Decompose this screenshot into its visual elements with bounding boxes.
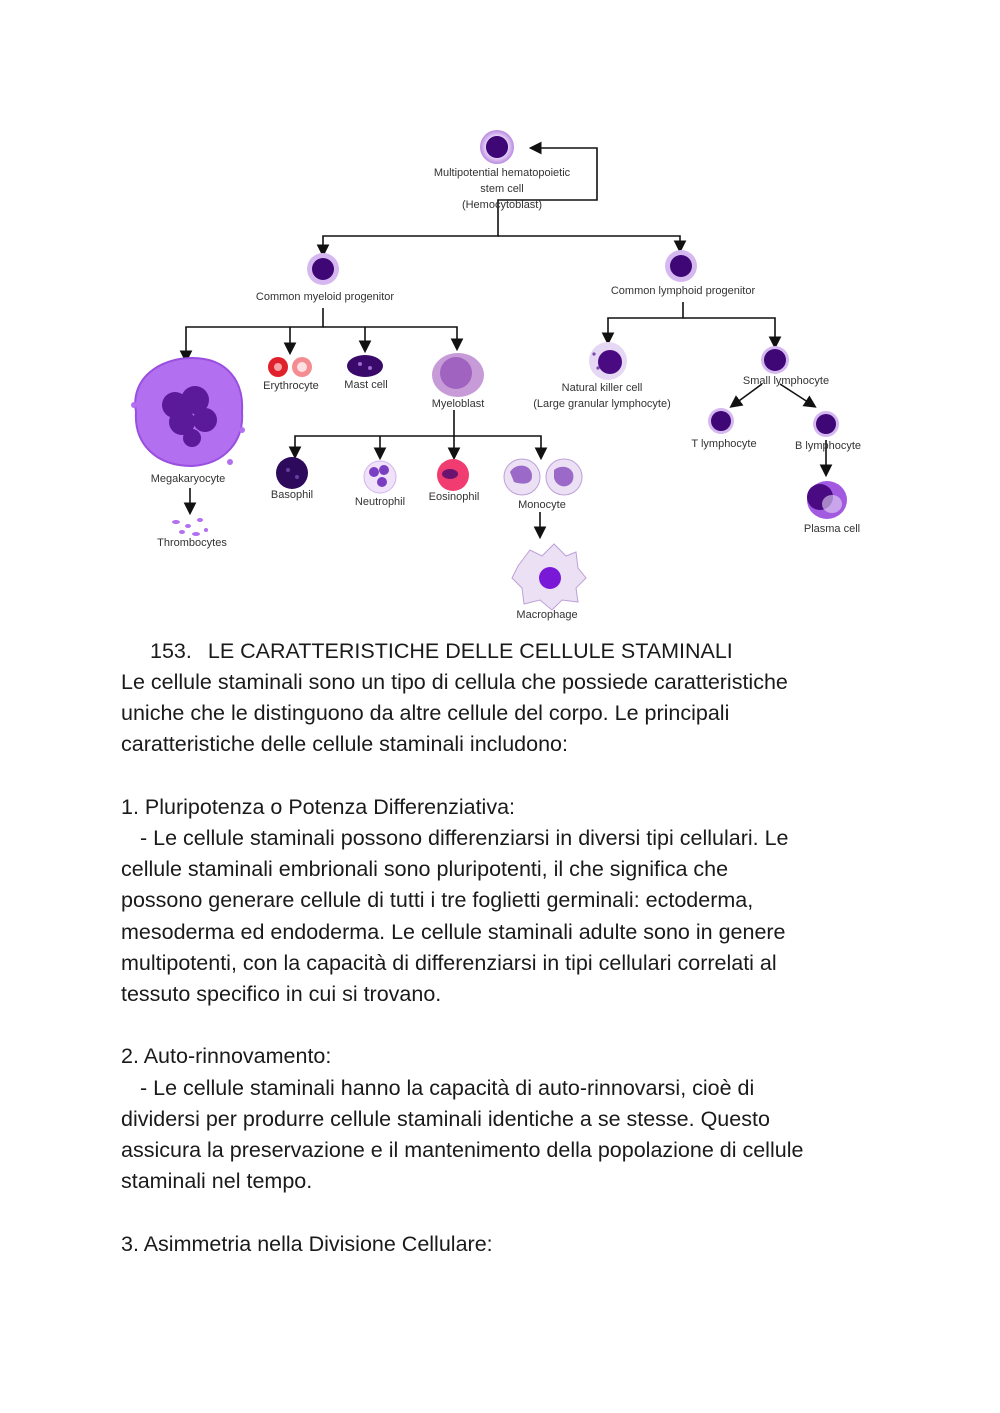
- label-lymphoid: Common lymphoid progenitor: [611, 285, 756, 297]
- label-thrombocytes: Thrombocytes: [157, 537, 227, 549]
- section-title: 3. Asimmetria nella Divisione Cellulare:: [121, 1231, 493, 1256]
- label-neutrophil: Neutrophil: [355, 496, 405, 508]
- section-title: 1. Pluripotenza o Potenza Differenziativ…: [121, 794, 516, 819]
- neutrophil-cell: [363, 460, 397, 494]
- megakaryocyte-cell: [131, 356, 245, 468]
- macrophage-cell: [511, 543, 587, 611]
- lymphoid-progenitor-cell: [665, 250, 697, 282]
- label-plasma-cell: Plasma cell: [804, 523, 860, 535]
- myeloid-progenitor-cell: [307, 253, 339, 285]
- section-title: 2. Auto-rinnovamento:: [121, 1044, 332, 1069]
- label-erythrocyte: Erythrocyte: [263, 380, 319, 392]
- label-eosinophil: Eosinophil: [429, 491, 480, 503]
- label-mast-cell: Mast cell: [344, 379, 387, 391]
- small-lymphocyte-cell: [761, 346, 789, 374]
- label-basophil: Basophil: [271, 489, 313, 501]
- natural-killer-cell: [589, 342, 627, 380]
- b-lymphocyte-cell: [813, 411, 839, 437]
- monocyte-cells: [503, 458, 583, 496]
- diagram-connectors: [179, 141, 833, 540]
- diagram-labels: Multipotential hematopoietic stem cell (…: [151, 167, 861, 621]
- body-text: Le cellule staminali sono un tipo di cel…: [121, 667, 881, 1260]
- heading-title: LE CARATTERISTICHE DELLE CELLULE STAMINA…: [207, 639, 733, 663]
- stem-cell: [480, 130, 514, 164]
- label-monocyte: Monocyte: [518, 499, 566, 511]
- section-heading: 153. LE CARATTERISTICHE DELLE CELLULE STA…: [150, 636, 733, 667]
- mast-cell: [347, 355, 383, 377]
- section-line: - Le cellule staminali hanno la capacità…: [140, 1075, 755, 1100]
- label-macrophage: Macrophage: [516, 609, 577, 621]
- heading-number: 153.: [150, 639, 192, 663]
- section-line: staminali nel tempo.: [121, 1169, 313, 1194]
- erythrocyte-cells: [268, 357, 312, 377]
- label-small-lymphocyte: Small lymphocyte: [743, 375, 829, 387]
- label-nk-cell: Natural killer cell: [562, 382, 643, 394]
- myeloblast-cell: [432, 353, 484, 397]
- label-myeloid: Common myeloid progenitor: [256, 291, 395, 303]
- basophil-cell: [276, 457, 308, 489]
- section-line: tessuto specifico in cui si trovano.: [121, 982, 442, 1007]
- section-line: dividersi per produrre cellule staminali…: [121, 1106, 770, 1131]
- plasma-cell: [807, 481, 847, 519]
- intro-line: Le cellule staminali sono un tipo di cel…: [121, 670, 788, 694]
- section-line: assicura la preservazione e il mantenime…: [121, 1138, 804, 1163]
- label-stem-cell-2: stem cell: [480, 183, 523, 195]
- section-line: mesoderma ed endoderma. Le cellule stami…: [121, 919, 786, 944]
- section-line: multipotenti, con la capacità di differe…: [121, 950, 777, 975]
- eosinophil-cell: [437, 459, 469, 491]
- section-line: - Le cellule staminali possono differenz…: [140, 826, 789, 850]
- intro-line: caratteristiche delle cellule staminali …: [121, 732, 568, 757]
- hematopoiesis-diagram: Multipotential hematopoietic stem cell (…: [131, 130, 861, 621]
- label-stem-cell-3: (Hemocytoblast): [462, 199, 542, 211]
- section-line: cellule staminali embrionali sono plurip…: [121, 857, 729, 882]
- label-stem-cell: Multipotential hematopoietic: [434, 167, 571, 179]
- label-myeloblast: Myeloblast: [432, 398, 485, 410]
- section-line: possono generare cellule di tutti i tre …: [121, 888, 754, 913]
- thrombocytes-cells: [172, 518, 208, 536]
- intro-line: uniche che le distinguono da altre cellu…: [121, 701, 730, 726]
- t-lymphocyte-cell: [708, 408, 734, 434]
- label-t-lymphocyte: T lymphocyte: [691, 438, 756, 450]
- label-megakaryocyte: Megakaryocyte: [151, 473, 226, 485]
- label-nk-cell-2: (Large granular lymphocyte): [533, 398, 671, 410]
- label-b-lymphocyte: B lymphocyte: [795, 440, 861, 452]
